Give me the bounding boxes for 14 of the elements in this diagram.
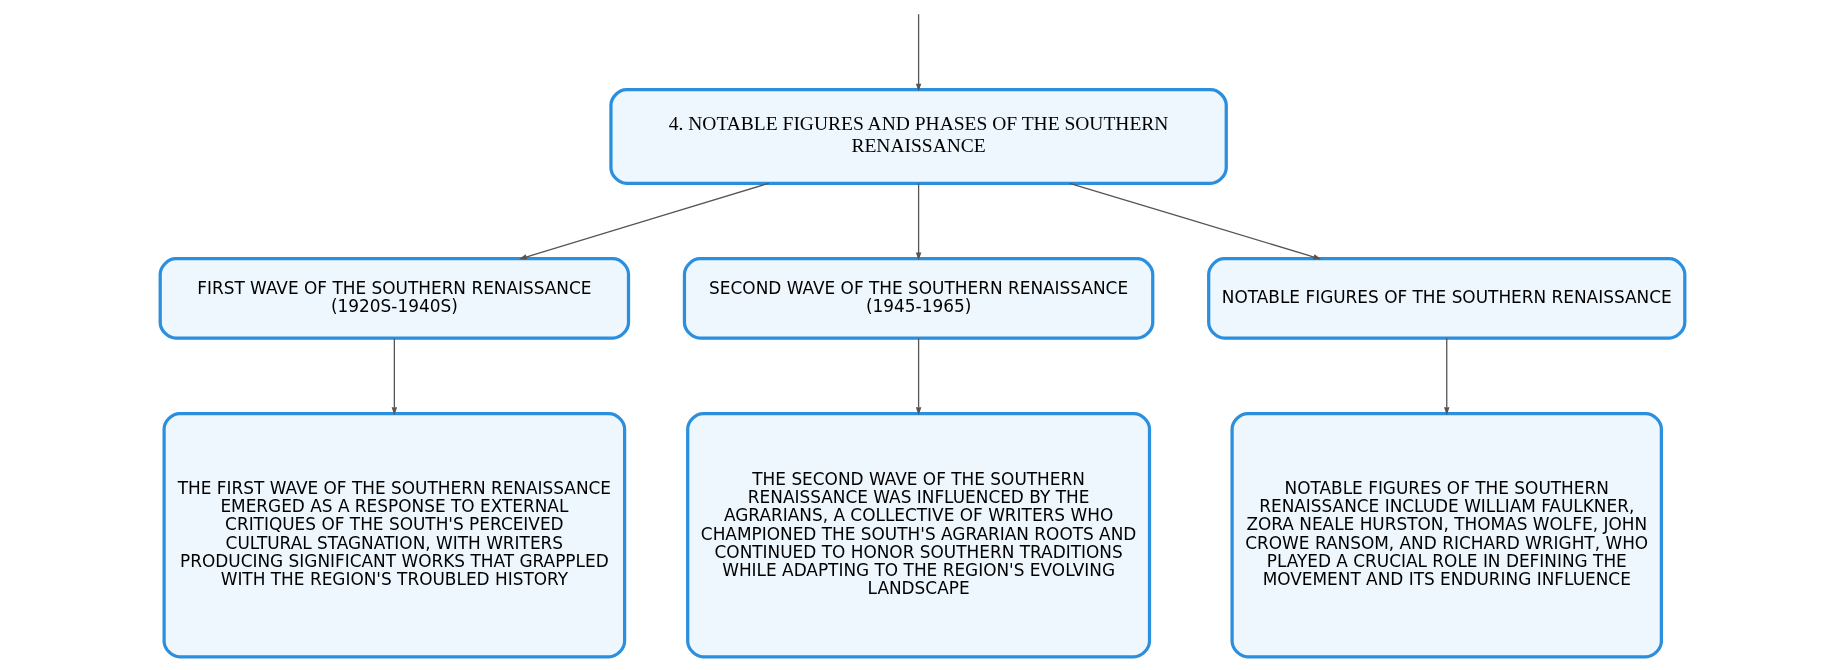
- arrow: [1068, 182, 1321, 260]
- arrow: [915, 182, 921, 261]
- arrow: [518, 182, 769, 260]
- arrow: [1443, 337, 1449, 416]
- arrow: [391, 337, 397, 416]
- node-box: FIRST WAVE OF THE SOUTHERN RENAISSANCE (1920S-1940S): [158, 257, 630, 340]
- node-box: 4. NOTABLE FIGURES AND PHASES OF THE SOUTHERN RENAISSANCE: [608, 88, 1228, 185]
- arrow: [915, 13, 921, 92]
- node-box: THE FIRST WAVE OF THE SOUTHERN RENAISSANCE EMERGED AS A RESPONSE TO EXTERNAL CRITIQUES OF THE SOUTH'S PERCEIVED CULTURAL STAGNATION, WITH WRITERS PRODUCING SIGNIFICANT WORKS THAT GRAPPLED WITH THE REGION'S TROUBLED HISTORY: [162, 411, 626, 659]
- node-box: THE SECOND WAVE OF THE SOUTHERN RENAISSANCE WAS INFLUENCED BY THE AGRARIANS, A COLLECTIVE OF WRITERS WHO CHAMPIONED THE SOUTH'S AGRARIAN ROOTS AND CONTINUED TO HONOR SOUTHERN TRADITIONS WHILE ADAPTING TO THE REGION'S EVOLVING LANDSCAPE: [685, 411, 1151, 659]
- node-box: NOTABLE FIGURES OF THE SOUTHERN RENAISSANCE: [1206, 257, 1686, 340]
- node-box: SECOND WAVE OF THE SOUTHERN RENAISSANCE (1945-1965): [682, 257, 1154, 340]
- arrow: [915, 337, 921, 416]
- node-box: NOTABLE FIGURES OF THE SOUTHERN RENAISSANCE INCLUDE WILLIAM FAULKNER, ZORA NEALE HURSTON, THOMAS WOLFE, JOHN CROWE RANSOM, AND RICHARD WRIGHT, WHO PLAYED A CRUCIAL ROLE IN DEFINING THE MOVEMENT AND ITS ENDURING INFLUENCE: [1229, 411, 1663, 659]
